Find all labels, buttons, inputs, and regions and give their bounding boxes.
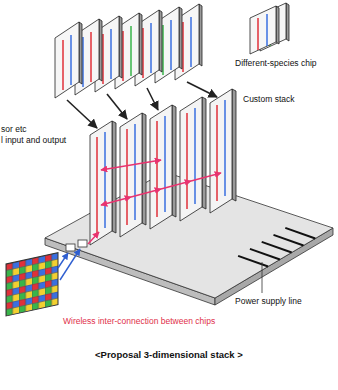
chip-panel (150, 105, 172, 229)
chip-side (79, 22, 82, 84)
chip-stripe (142, 28, 144, 78)
chip-stripe (62, 40, 64, 90)
sensor-grid (6, 253, 58, 316)
chip-stripe (122, 31, 124, 81)
chip-stripe (134, 124, 136, 220)
chip-side (286, 3, 289, 41)
power-line (262, 242, 292, 253)
chip-panel (55, 22, 79, 98)
sensor-chip (6, 253, 58, 316)
wireless-arrow (191, 173, 221, 181)
stack-label: Custom stack (242, 94, 296, 104)
chip-stripe (190, 17, 192, 67)
chip-panel (90, 121, 112, 245)
chip-stripe (164, 116, 166, 212)
chip-side (199, 4, 202, 66)
wireless-arrow (161, 181, 191, 189)
chip-side (142, 113, 146, 225)
connector-box (78, 240, 87, 247)
chip-side (202, 97, 206, 209)
power-line (274, 235, 304, 246)
chip-stripe (194, 108, 196, 204)
insert-arrow (147, 88, 158, 110)
chip-stripe (170, 20, 172, 70)
chip-panel (180, 97, 202, 221)
chip-stripe (130, 26, 132, 76)
sensor-label: l input and output (0, 135, 67, 145)
chip-panel (250, 6, 276, 54)
chip-panel (210, 89, 232, 213)
wireless-arrow (101, 160, 161, 170)
chip-stripe (70, 35, 72, 85)
chip-stripe (90, 32, 92, 82)
chip-label: Different-species chip (234, 58, 318, 68)
chip-stripe (82, 37, 84, 87)
wireless-arrows (88, 160, 221, 244)
chip-stripe (156, 121, 158, 217)
signal-arrow (58, 253, 68, 268)
chip-stripe (150, 23, 152, 73)
wireless-label: Wireless inter-connection between chips (62, 316, 216, 326)
leader-line (262, 262, 263, 293)
caption: <Proposal 3-dimensional stack > (94, 349, 244, 360)
insert-arrow (67, 100, 97, 128)
chip-stripe (257, 18, 259, 50)
chip-stripe (96, 137, 98, 233)
signal-arrow (60, 249, 80, 280)
chip-stripe (224, 100, 226, 196)
chip-side (119, 16, 122, 78)
chip-stripe (104, 132, 106, 228)
chip-side (276, 6, 279, 44)
chip-stripe (182, 22, 184, 72)
chip-side (159, 10, 162, 72)
wireless-arrow (131, 189, 161, 197)
chip-stripe (162, 25, 164, 75)
chip-stripe (266, 14, 268, 46)
insert-arrows (67, 82, 217, 128)
power-supply-lines (238, 228, 315, 267)
chip-side (112, 121, 116, 233)
custom-stack (90, 89, 236, 245)
power-label: Power supply line (234, 296, 303, 306)
insert-arrow (107, 94, 127, 119)
connector-box (66, 244, 75, 251)
chip-side (139, 13, 142, 75)
wireless-arrow (88, 232, 99, 244)
different-species-chip (250, 3, 289, 54)
power-line (250, 249, 280, 260)
chip-stripe (126, 129, 128, 225)
chip-side (99, 19, 102, 81)
chip-set (55, 4, 202, 98)
chip-stripe (186, 113, 188, 209)
power-line (285, 228, 315, 239)
sensor-label: sor etc (0, 124, 28, 134)
chip-stripe (110, 29, 112, 79)
wireless-arrow (101, 197, 131, 205)
chip-stripe (216, 105, 218, 201)
insert-arrow (187, 82, 217, 97)
chip-stripe (102, 34, 104, 84)
chip-side (232, 89, 236, 201)
chip-panel (120, 113, 142, 237)
power-line (238, 256, 268, 267)
chip-side (179, 7, 182, 69)
chip-side (172, 105, 176, 217)
